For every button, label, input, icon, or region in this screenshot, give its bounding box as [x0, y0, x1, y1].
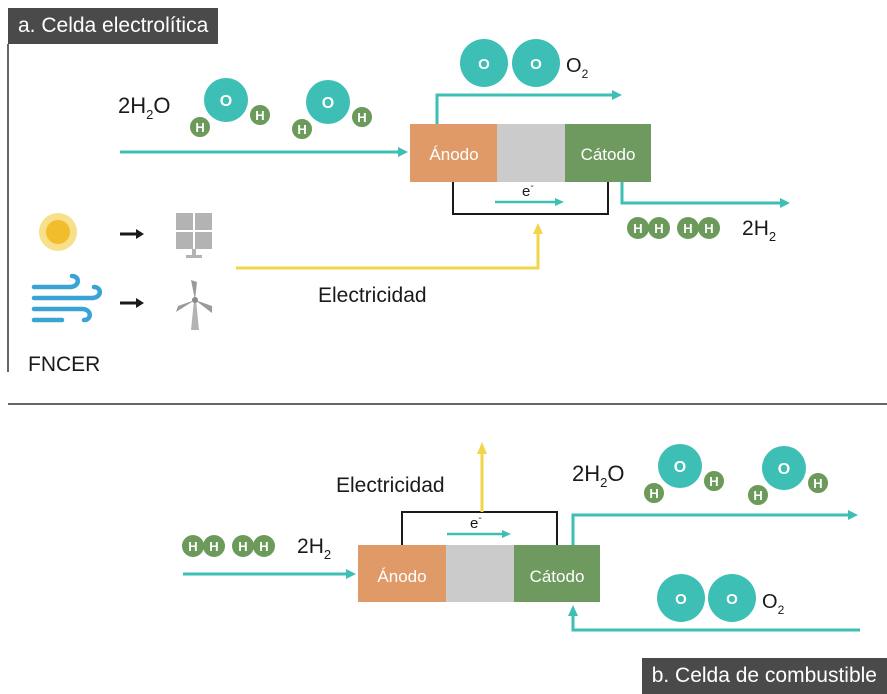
anode-block [410, 124, 497, 182]
sources-label: FNCER [28, 353, 100, 376]
wind-turbine-icon [176, 280, 212, 330]
oxygen-formula-a: O2 [566, 55, 589, 81]
arrow-head-icon [555, 198, 564, 206]
arrow-head-icon [346, 569, 356, 579]
panel-b-title: b. Celda de combustible [641, 658, 887, 694]
svg-text:H: H [259, 539, 268, 554]
arrow-right-icon [120, 229, 144, 239]
electricity-label-b: Electricidad [336, 474, 445, 497]
hydrogen-formula-b: 2H2 [297, 535, 331, 562]
cathode-block [514, 545, 600, 602]
electricity-label-a: Electricidad [318, 284, 427, 307]
oxygen-formula-b: O2 [762, 591, 785, 617]
cathode-label: Cátodo [530, 567, 585, 586]
hydrogen-molecules: H H H H [182, 535, 275, 557]
water-output-arrow [571, 513, 848, 545]
membrane-block [446, 545, 514, 602]
svg-text:H: H [683, 221, 692, 236]
hydrogen-formula-a: 2H2 [742, 217, 776, 244]
arrow-head-icon [502, 530, 511, 538]
panel-b: H H H H 2H2 Ánodo Cátodo e- Electricidad… [182, 442, 860, 632]
wind-icon [31, 273, 102, 323]
svg-text:O: O [726, 591, 738, 608]
cathode-block [565, 124, 651, 182]
external-circuit [452, 182, 609, 215]
oxygen-input-arrow [571, 616, 860, 632]
svg-text:O: O [530, 56, 542, 73]
svg-text:H: H [654, 221, 663, 236]
arrow-right-icon [120, 298, 144, 308]
anode-label: Ánodo [429, 145, 478, 164]
anode-label: Ánodo [377, 567, 426, 586]
panel-a: 2H2O Ánodo Cátodo e- O O O2 H H [28, 39, 790, 376]
water-molecule [746, 445, 830, 507]
svg-text:H: H [188, 539, 197, 554]
oxygen-molecule: O O [460, 39, 560, 87]
sun-icon [39, 213, 77, 251]
external-circuit [401, 511, 558, 545]
arrow-head-icon [612, 90, 622, 100]
electricity-line-a [236, 234, 540, 270]
arrow-head-icon [477, 442, 487, 454]
anode-block [358, 545, 446, 602]
water-molecule [290, 79, 374, 141]
electron-label: e- [522, 181, 534, 200]
arrow-head-icon [848, 510, 858, 520]
arrow-head-icon [398, 147, 408, 157]
svg-text:H: H [209, 539, 218, 554]
water-formula-b: 2H2O [572, 461, 625, 490]
water-molecule [188, 77, 272, 139]
svg-text:O: O [675, 591, 687, 608]
svg-text:H: H [633, 221, 642, 236]
svg-text:O: O [478, 56, 490, 73]
membrane-block [497, 124, 565, 182]
arrow-head-icon [780, 198, 790, 208]
water-formula-a: 2H2O [118, 93, 171, 122]
arrow-head-icon [533, 223, 543, 234]
svg-text:H: H [704, 221, 713, 236]
oxygen-molecule: O O [657, 574, 756, 622]
cathode-label: Cátodo [581, 145, 636, 164]
panel-a-title: a. Celda electrolítica [8, 8, 219, 44]
electron-label: e- [470, 513, 482, 532]
svg-text:H: H [238, 539, 247, 554]
arrow-head-icon [568, 605, 578, 616]
solar-panel-icon [176, 213, 212, 258]
hydrogen-molecules: H H H H [627, 217, 720, 239]
oxygen-output-arrow [435, 93, 612, 124]
water-molecule [642, 443, 726, 505]
hydrogen-output-arrow [620, 182, 780, 205]
